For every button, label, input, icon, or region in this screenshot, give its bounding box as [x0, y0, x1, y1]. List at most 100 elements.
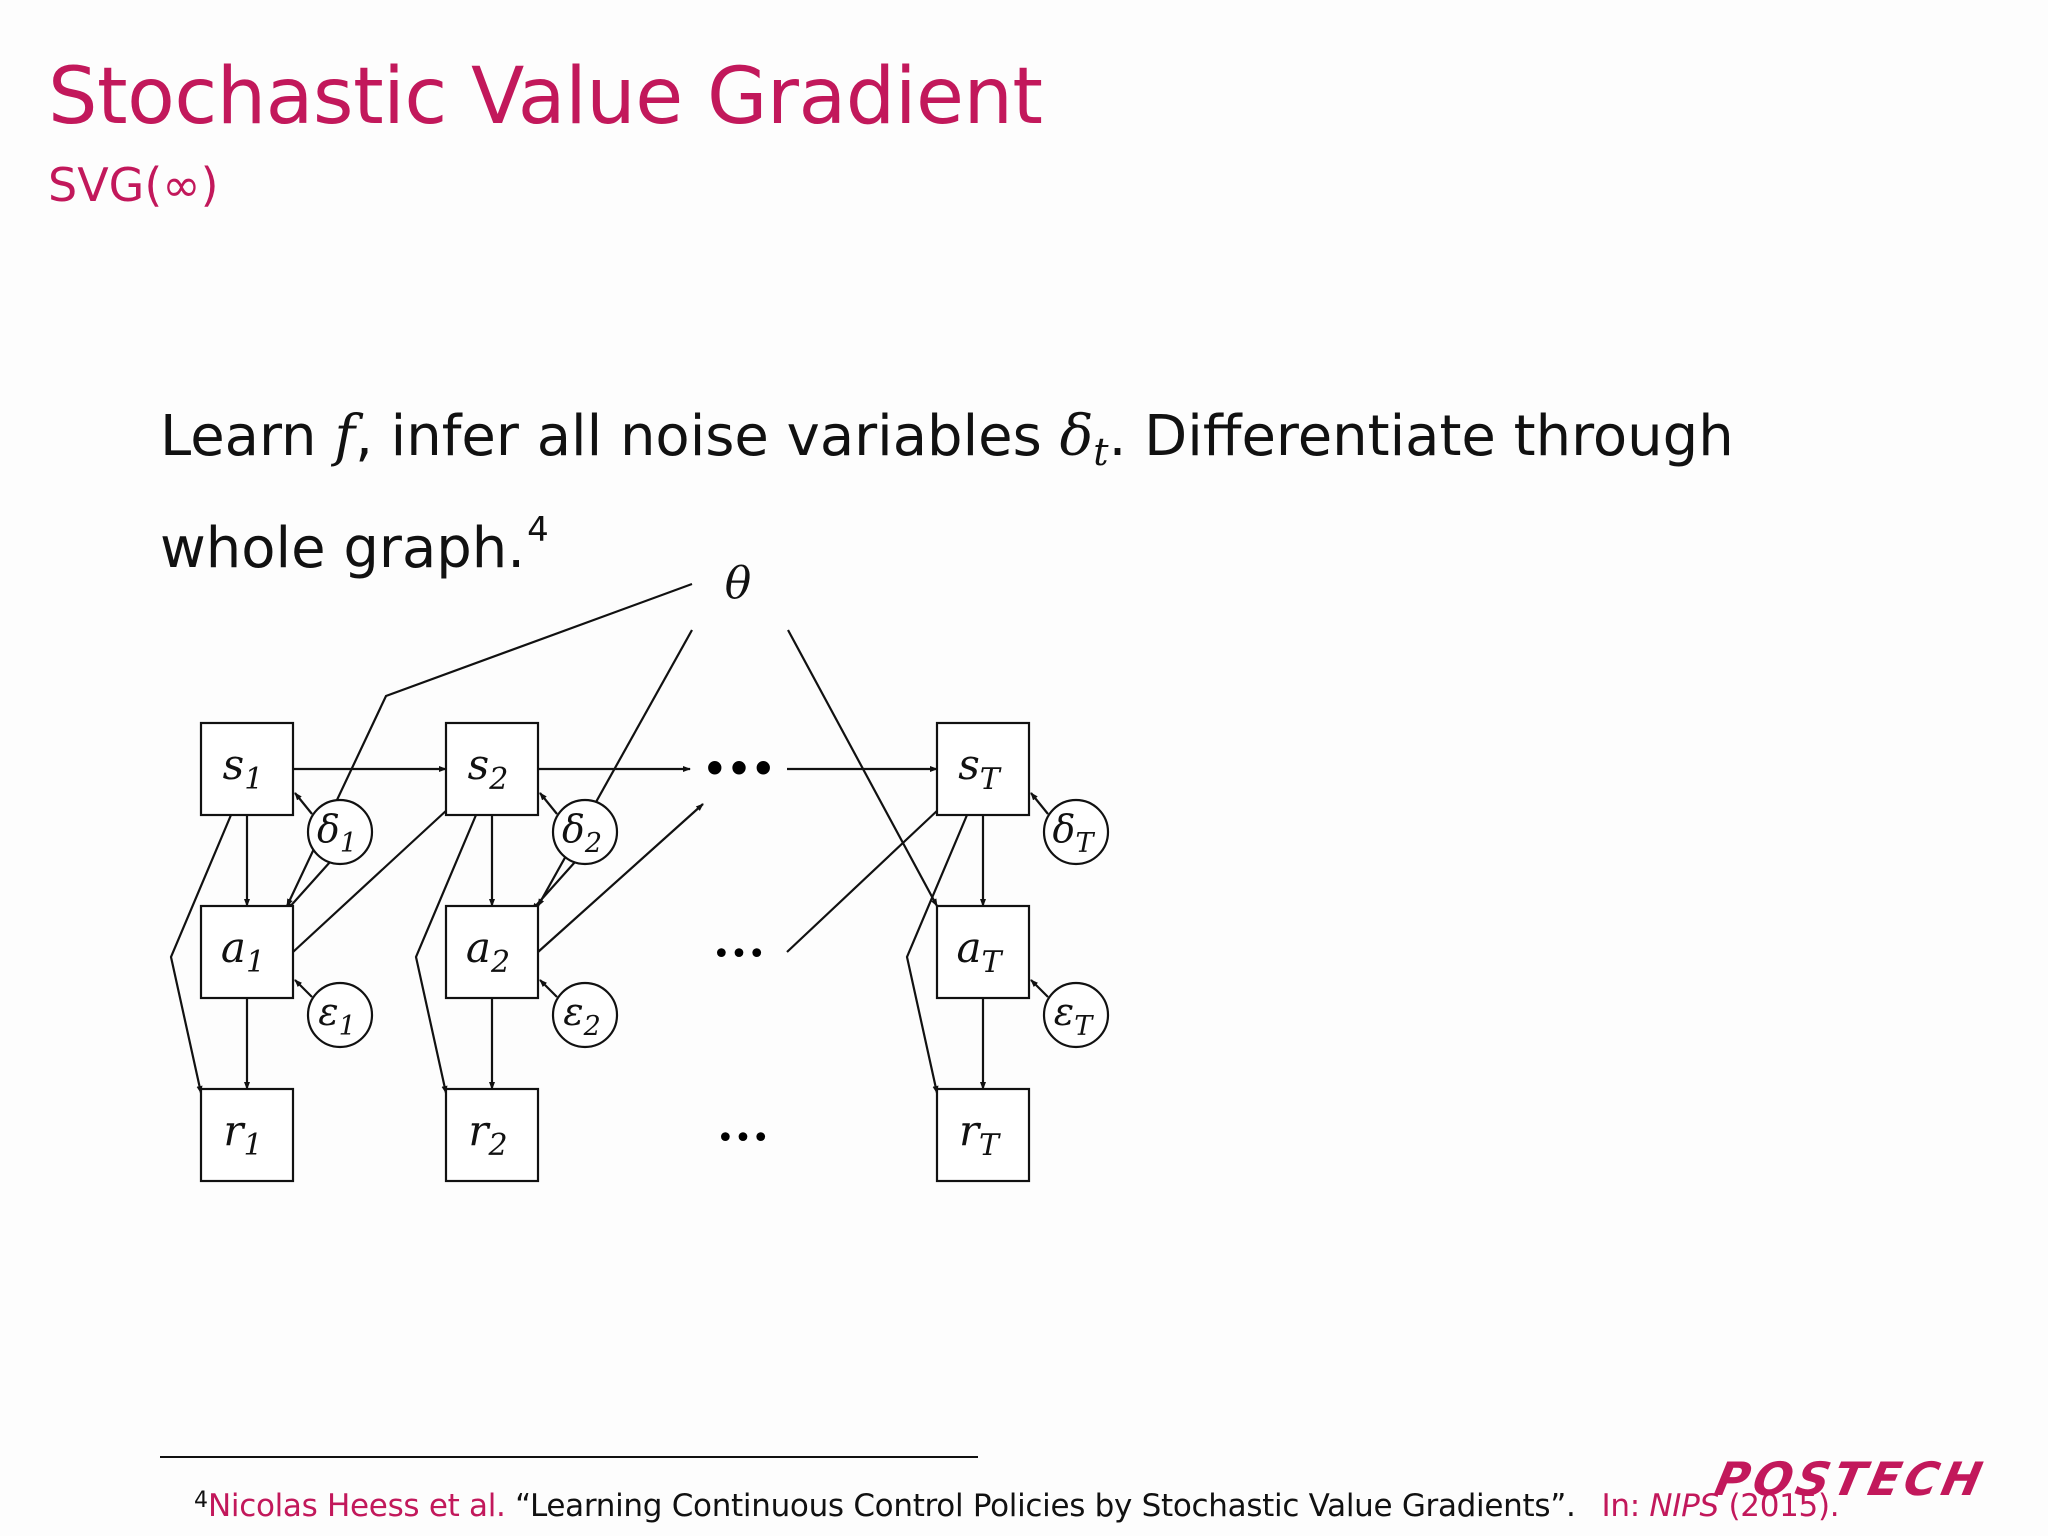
- delta-noise-circle-2: [551, 798, 619, 866]
- r-node-label-3-sub: T: [979, 1128, 1001, 1163]
- s-node-label-2-sub: 2: [488, 762, 508, 797]
- slide-subtitle: SVG(∞): [48, 158, 219, 212]
- col2-s-to-r-edge: [414, 814, 478, 1094]
- epsilon-noise-label-2: ε2: [563, 990, 601, 1042]
- epsilon-noise-circle-3: [1042, 981, 1110, 1049]
- delta-noise-label-3-base: δ: [1053, 807, 1076, 851]
- a-node-label-2-base: a: [466, 923, 491, 972]
- epsilon-noise-label-2-base: ε: [563, 990, 583, 1034]
- a-node-label-2: a2: [466, 923, 510, 980]
- delta-noise-label-2: δ2: [562, 807, 602, 859]
- a2-to-ellipsis-edge: [537, 803, 704, 953]
- delta-noise-label-3-sub: T: [1075, 828, 1095, 859]
- footnote-in: In:: [1601, 1488, 1641, 1524]
- theta-label: θ: [725, 558, 752, 609]
- epsilon-noise-label-3-sub: T: [1074, 1011, 1094, 1042]
- col3-delta-to-s-edge: [1030, 792, 1049, 815]
- s-node-label-3-sub: T: [980, 762, 1002, 797]
- delta-subscript: t: [1093, 430, 1109, 474]
- a1-to-s2-edge: [292, 808, 449, 953]
- r-node-label-1: r1: [223, 1106, 262, 1163]
- footnote-year: (2015).: [1718, 1488, 1840, 1524]
- body-paragraph: Learn f, infer all noise variables δt. D…: [160, 398, 1860, 588]
- epsilon-noise-label-3-base: ε: [1054, 990, 1074, 1034]
- body-text-part3: . Differentiate through whole graph.: [160, 404, 1734, 581]
- postech-logo: POSTECH: [1710, 1452, 1991, 1506]
- s-node-label-3-base: s: [958, 740, 980, 789]
- r-node-box-3: [935, 1087, 1031, 1183]
- a-node-label-2-sub: 2: [490, 945, 510, 980]
- col2-delta-to-s-edge: [539, 792, 558, 815]
- footnote-title: “Learning Continuous Control Policies by…: [505, 1488, 1576, 1524]
- r-node-label-1-base: r: [223, 1106, 246, 1155]
- a-node-label-3-sub: T: [982, 945, 1004, 980]
- delta-noise-label-3: δT: [1053, 807, 1096, 859]
- delta-noise-circle-3: [1042, 798, 1110, 866]
- epsilon-noise-label-1: ε1: [318, 990, 356, 1042]
- delta1-to-a1-edge: [286, 861, 331, 911]
- ellipsis-s-row: •••: [703, 747, 776, 791]
- var-f: f: [334, 404, 356, 469]
- footnote-reference: 4: [527, 510, 549, 550]
- var-delta-t: δt: [1059, 404, 1109, 474]
- epsilon-noise-label-1-sub: 1: [339, 1011, 356, 1042]
- col3-epsilon-to-a-edge: [1030, 979, 1049, 998]
- a-node-box-2: [444, 904, 540, 1000]
- r-node-label-2-sub: 2: [487, 1128, 507, 1163]
- ellipsis-r-row: •••: [716, 1121, 769, 1156]
- footnote-venue-link[interactable]: NIPS: [1649, 1488, 1719, 1524]
- r-node-label-2-base: r: [468, 1106, 491, 1155]
- a-node-label-3: aT: [956, 923, 1003, 980]
- delta-noise-circle-1: [306, 798, 374, 866]
- delta-noise-label-1: δ1: [317, 807, 357, 859]
- s-node-box-2: [444, 721, 540, 817]
- r-node-label-2: r2: [468, 1106, 507, 1163]
- body-text-part1: Learn: [160, 404, 335, 469]
- delta-symbol: δ: [1059, 404, 1094, 469]
- body-text-part2: , infer all noise variables: [355, 404, 1060, 469]
- s-node-label-1-base: s: [223, 740, 245, 789]
- graph-edges: [169, 582, 1049, 1094]
- s-node-label-1: s1: [223, 740, 264, 797]
- ellipsis-to-sT-edge: [786, 808, 940, 953]
- col3-s-to-r-edge: [905, 814, 969, 1094]
- theta-label-base: θ: [725, 558, 752, 609]
- s-node-label-2-base: s: [468, 740, 490, 789]
- r-node-label-1-sub: 1: [243, 1128, 262, 1163]
- col1-epsilon-to-a-edge: [294, 979, 313, 998]
- r-node-box-1: [199, 1087, 295, 1183]
- epsilon-noise-circle-2: [551, 981, 619, 1049]
- col1-delta-to-s-edge: [294, 792, 313, 815]
- a-node-box-3: [935, 904, 1031, 1000]
- footnote-authors-link[interactable]: Nicolas Heess et al.: [208, 1488, 506, 1524]
- epsilon-noise-label-1-base: ε: [318, 990, 338, 1034]
- delta-noise-label-2-base: δ: [562, 807, 585, 851]
- epsilon-noise-circle-1: [306, 981, 374, 1049]
- r-node-box-2: [444, 1087, 540, 1183]
- r-node-label-3-base: r: [959, 1106, 982, 1155]
- s-node-box-1: [199, 721, 295, 817]
- s-node-box-3: [935, 721, 1031, 817]
- delta-noise-label-1-base: δ: [317, 807, 340, 851]
- a-node-label-1-base: a: [221, 923, 246, 972]
- slide-title: Stochastic Value Gradient: [48, 52, 1043, 142]
- epsilon-noise-label-3: εT: [1054, 990, 1094, 1042]
- a-node-label-3-base: a: [956, 923, 981, 972]
- footnote-rule: [160, 1456, 978, 1458]
- s-node-label-2: s2: [468, 740, 509, 797]
- s-node-label-1-sub: 1: [244, 762, 263, 797]
- ellipsis-a-row: •••: [712, 937, 765, 972]
- col2-epsilon-to-a-edge: [539, 979, 558, 998]
- a-node-label-1-sub: 1: [246, 945, 265, 980]
- delta-noise-label-1-sub: 1: [340, 828, 357, 859]
- delta2-to-a2-edge: [531, 861, 576, 911]
- delta-noise-label-2-sub: 2: [584, 828, 602, 859]
- epsilon-noise-label-2-sub: 2: [583, 1011, 601, 1042]
- col1-s-to-r-edge: [169, 814, 233, 1094]
- s-node-label-3: sT: [958, 740, 1002, 797]
- r-node-label-3: rT: [959, 1106, 1001, 1163]
- a-node-label-1: a1: [221, 923, 265, 980]
